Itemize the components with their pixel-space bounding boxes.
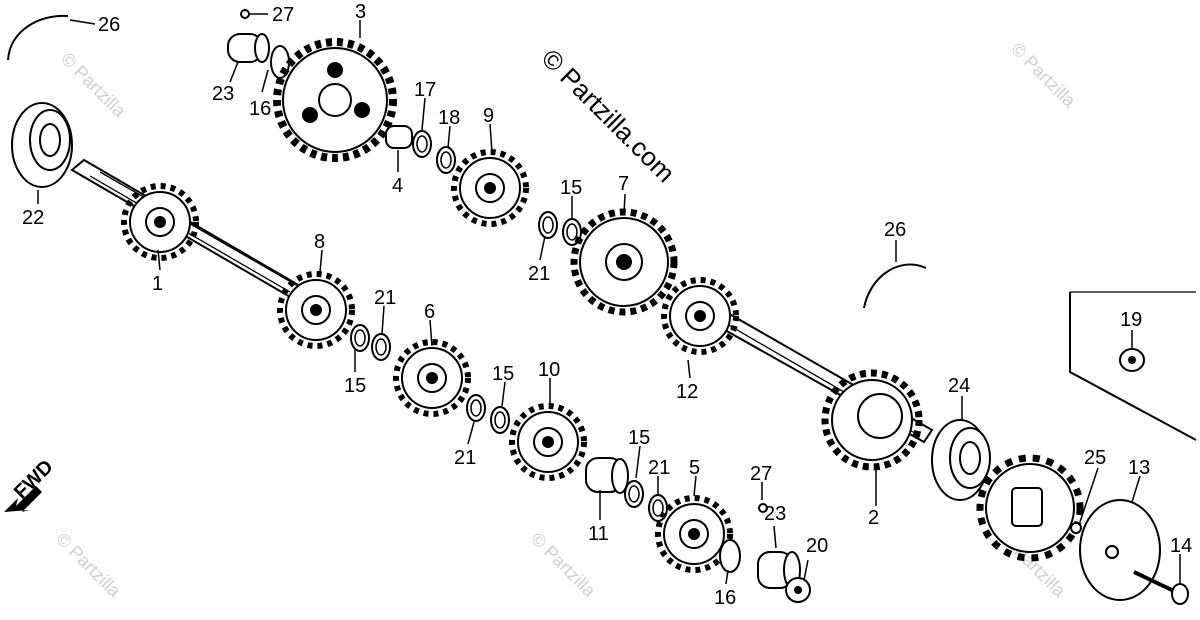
callout-23-bottom: 23: [764, 503, 786, 525]
watermark-tr: © Partzilla: [1007, 39, 1080, 112]
callout-25: 25: [1084, 447, 1106, 469]
mainshaft: [70, 158, 302, 300]
needle-bearing-23-top: [227, 33, 270, 63]
callout-10: 10: [538, 359, 560, 381]
gear-8: [280, 274, 352, 346]
washer-15-mid: [350, 324, 370, 352]
callout-21-mid: 21: [374, 287, 396, 309]
callout-15-upper: 15: [560, 177, 582, 199]
callout-8: 8: [314, 231, 325, 253]
needle-bearing-23-bottom: [757, 551, 801, 589]
callout-23-top: 23: [212, 83, 234, 105]
callout-14: 14: [1170, 535, 1192, 557]
callout-20: 20: [806, 535, 828, 557]
callout-9: 9: [483, 105, 494, 127]
watermark-bl: © Partzilla: [52, 529, 125, 602]
callout-19: 19: [1120, 309, 1142, 331]
snap-ring-21-upper: [538, 211, 558, 239]
bushing-11: [585, 457, 629, 494]
watermarks: © Partzilla.com © Partzilla © Partzilla …: [52, 39, 1080, 602]
watermark-tl: © Partzilla: [57, 49, 130, 122]
callout-27-top: 27: [272, 4, 294, 26]
leader-lines: [37, 13, 1181, 585]
washer-16-bottom: [719, 539, 741, 573]
callout-21-lowest: 21: [648, 457, 670, 479]
countershaft-2: [664, 280, 934, 471]
callout-16-top: 16: [249, 98, 271, 120]
callout-17: 17: [414, 79, 436, 101]
callout-12: 12: [676, 381, 698, 403]
callout-2: 2: [868, 507, 879, 529]
bolt-14: [1133, 570, 1189, 605]
callout-15-mid: 15: [344, 375, 366, 397]
drive-sprocket: [976, 454, 1084, 562]
washer-15-lower: [490, 406, 510, 434]
callout-15-lower: 15: [492, 363, 514, 385]
callout-labels: 26 27 23 16 3 17 18 9 4 7 15 21 22 1 8 2…: [22, 1, 1192, 609]
callout-26-top: 26: [98, 14, 120, 36]
callout-26-right: 26: [884, 219, 906, 241]
pin-27-bottom: [758, 503, 768, 513]
detail-box-19: [1069, 291, 1197, 441]
fixing-plate-13: [1079, 499, 1161, 601]
snap-ring-26-top: [7, 14, 69, 61]
snap-ring-26-right: [863, 263, 927, 309]
gear-6: [396, 342, 468, 414]
callout-22: 22: [22, 207, 44, 229]
callout-18: 18: [438, 107, 460, 129]
washer-18: [436, 146, 456, 174]
callout-24: 24: [948, 375, 970, 397]
callout-5: 5: [689, 457, 700, 479]
washer-15-lowest: [624, 480, 644, 508]
callout-6: 6: [424, 301, 435, 323]
snap-ring-21-lower: [466, 394, 486, 422]
fwd-arrow: FWD: [4, 456, 58, 512]
watermark-main: © Partzilla.com: [536, 43, 681, 188]
washer-17: [412, 130, 432, 158]
gear-9: [454, 152, 526, 224]
pin-27-top: [240, 9, 250, 19]
gear-3: [273, 38, 397, 162]
callout-21-lower: 21: [454, 447, 476, 469]
bearing-22: [11, 102, 73, 188]
callout-27-bottom: 27: [750, 463, 772, 485]
callout-11: 11: [588, 523, 609, 545]
bearing-24: [931, 419, 991, 501]
callout-16-bottom: 16: [714, 587, 736, 609]
callout-7: 7: [618, 173, 629, 195]
callout-1: 1: [152, 273, 163, 295]
bushing-4: [385, 125, 413, 149]
gear-10: [512, 406, 584, 478]
gear-7: [574, 212, 674, 312]
callout-15-lowest: 15: [628, 427, 650, 449]
callout-13: 13: [1128, 457, 1150, 479]
o-ring-25: [1070, 522, 1082, 534]
callout-4: 4: [392, 175, 403, 197]
snap-ring-21-mid: [371, 333, 391, 361]
callout-3: 3: [355, 1, 366, 23]
callout-21-upper: 21: [528, 263, 550, 285]
